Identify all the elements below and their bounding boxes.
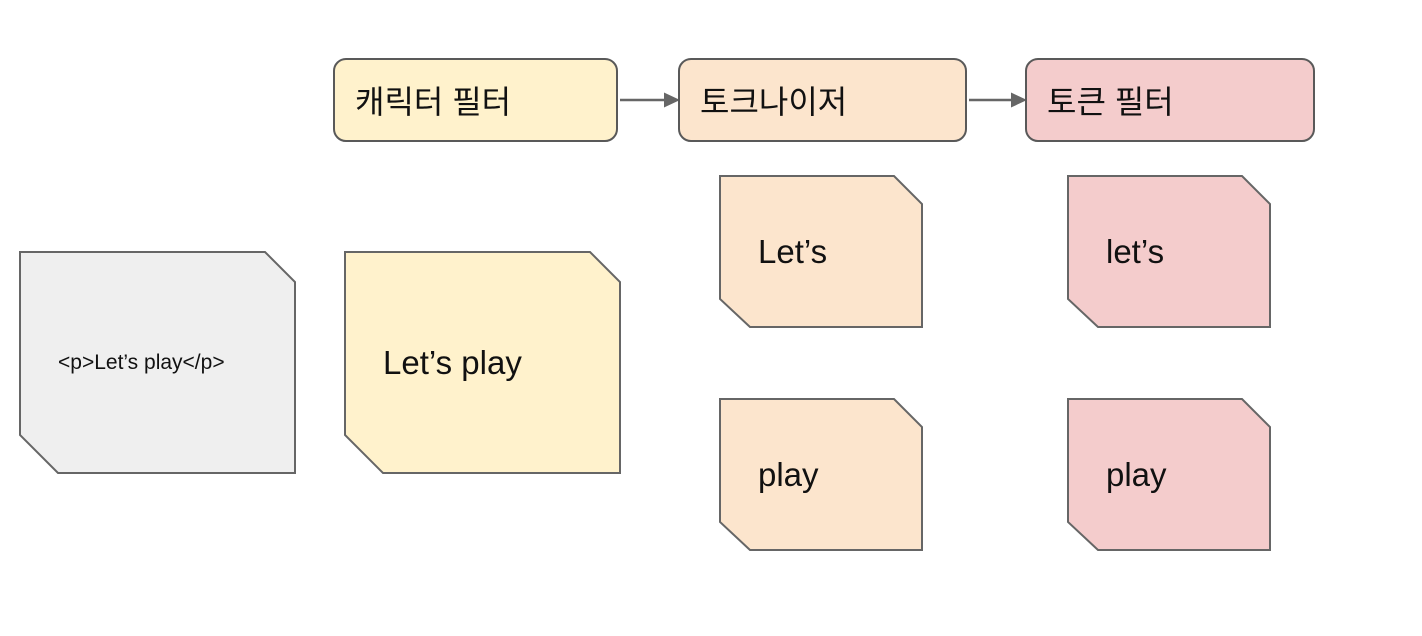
stage-label-tokenizer: 토크나이저	[700, 84, 848, 120]
stage-box-tokenizer: 토크나이저	[678, 58, 967, 142]
note-filtered-token-play: play	[1067, 398, 1271, 551]
note-token-play: play	[719, 398, 923, 551]
note-after-character-filter-label: Let’s play	[383, 343, 522, 381]
arrow-icon	[620, 92, 680, 108]
note-after-character-filter: Let’s play	[344, 251, 621, 474]
note-filtered-token-lets: let’s	[1067, 175, 1271, 328]
stage-label-character-filter: 캐릭터 필터	[355, 84, 512, 120]
note-filtered-token-play-label: play	[1106, 455, 1167, 493]
note-input-text-label: <p>Let’s play</p>	[58, 350, 225, 374]
note-filtered-token-lets-label: let’s	[1106, 232, 1165, 270]
arrow-icon	[969, 92, 1027, 108]
note-token-play-label: play	[758, 455, 819, 493]
stage-label-token-filter: 토큰 필터	[1047, 84, 1174, 120]
stage-box-character-filter: 캐릭터 필터	[333, 58, 618, 142]
note-input-text: <p>Let’s play</p>	[19, 251, 296, 474]
note-token-lets: Let’s	[719, 175, 923, 328]
note-token-lets-label: Let’s	[758, 232, 828, 270]
stage-box-token-filter: 토큰 필터	[1025, 58, 1315, 142]
